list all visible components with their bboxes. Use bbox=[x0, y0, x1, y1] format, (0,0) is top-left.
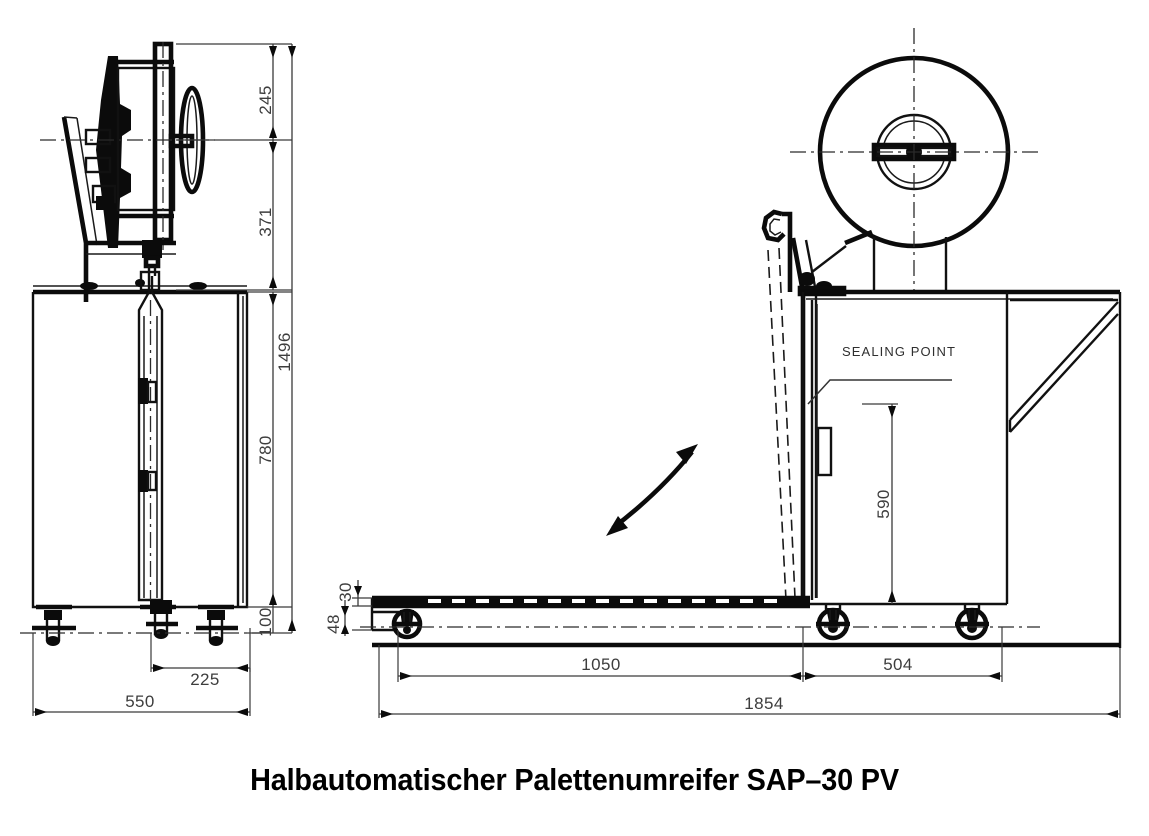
right-front-view: 30 48 590 1050 504 1854 SEALING POINT bbox=[324, 28, 1122, 718]
dim-550: 550 bbox=[125, 692, 155, 711]
machine-cabinet-front bbox=[800, 289, 1122, 648]
dim-590: 590 bbox=[874, 489, 893, 519]
dimensions-right-view: 30 48 590 1050 504 1854 bbox=[324, 403, 1121, 718]
machine-cabinet-side bbox=[31, 270, 249, 609]
fork-slots bbox=[428, 599, 777, 603]
casters-front-view bbox=[360, 604, 1040, 641]
dim-504: 504 bbox=[883, 655, 913, 674]
dim-30: 30 bbox=[336, 582, 355, 602]
strap-coil-front bbox=[790, 28, 1040, 292]
dim-1854: 1854 bbox=[744, 694, 783, 713]
tilt-mast-handle bbox=[761, 209, 873, 601]
sealing-point-leader bbox=[807, 379, 952, 405]
dim-225: 225 bbox=[190, 670, 220, 689]
dim-780: 780 bbox=[256, 435, 275, 465]
tilt-rotation-arrow bbox=[606, 444, 698, 536]
sealing-point-label: SEALING POINT bbox=[842, 344, 956, 359]
dim-1496: 1496 bbox=[275, 332, 294, 371]
dim-371: 371 bbox=[256, 207, 275, 237]
left-side-view: 245 371 1496 780 100 225 550 bbox=[20, 41, 296, 716]
dimensions-left-view: 245 371 1496 780 100 225 550 bbox=[32, 43, 296, 716]
dim-48: 48 bbox=[324, 614, 343, 634]
dim-100: 100 bbox=[256, 607, 275, 637]
fork-base-platform bbox=[370, 595, 1120, 648]
dim-245: 245 bbox=[256, 85, 275, 115]
strap-reel-side bbox=[40, 41, 215, 302]
drawing-caption: Halbautomatischer Palettenumreifer SAP–3… bbox=[250, 762, 899, 797]
casters-side-view bbox=[20, 600, 262, 646]
dim-1050: 1050 bbox=[581, 655, 620, 674]
